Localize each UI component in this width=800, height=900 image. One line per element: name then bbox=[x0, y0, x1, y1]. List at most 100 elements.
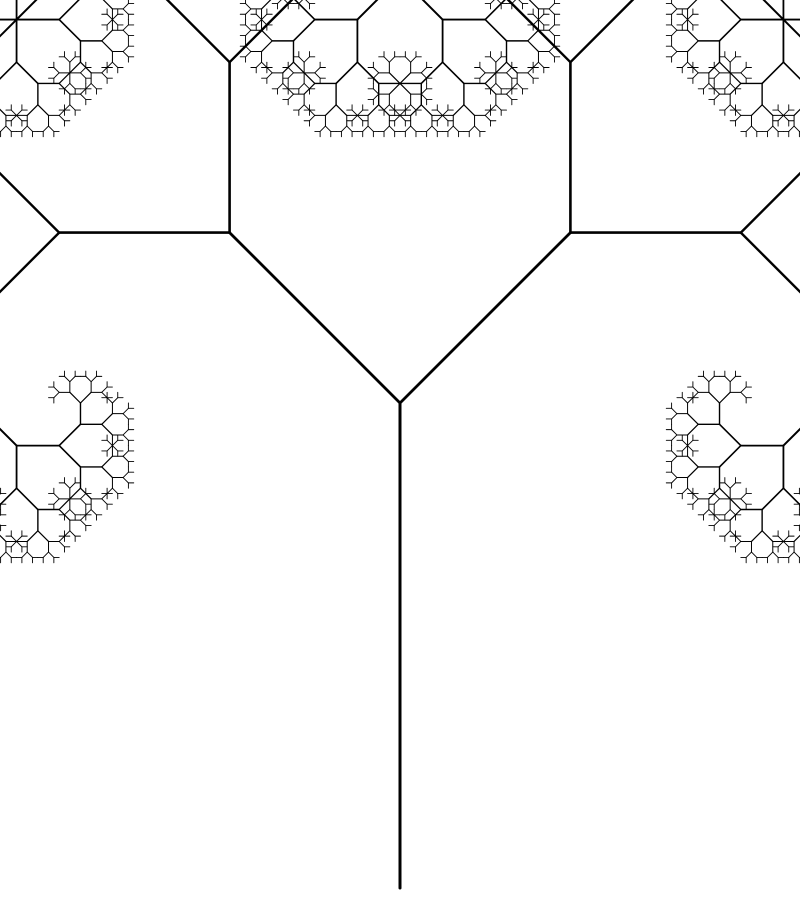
branch-depth-11 bbox=[122, 450, 129, 457]
branch-depth-11 bbox=[266, 72, 273, 79]
branch-depth-5 bbox=[0, 427, 18, 447]
branch-depth-11 bbox=[404, 56, 412, 63]
branch-depth-9 bbox=[101, 413, 114, 425]
branch-depth-9 bbox=[58, 508, 71, 521]
branch-depth-11 bbox=[404, 104, 412, 111]
branch-depth-9 bbox=[58, 498, 71, 511]
branch-depth-11 bbox=[85, 83, 92, 90]
branch-depth-11 bbox=[314, 67, 321, 74]
branch-depth-11 bbox=[548, 51, 555, 58]
branch-depth-11 bbox=[80, 498, 87, 505]
branch-depth-9 bbox=[452, 104, 465, 117]
branch-depth-11 bbox=[122, 51, 129, 58]
branch-depth-11 bbox=[495, 83, 502, 90]
branch-depth-11 bbox=[298, 104, 305, 111]
branch-depth-11 bbox=[506, 88, 513, 95]
branch-depth-7 bbox=[0, 61, 18, 80]
branch-depth-9 bbox=[303, 72, 316, 85]
branch-depth-11 bbox=[101, 67, 108, 74]
branch-depth-11 bbox=[436, 114, 444, 122]
branch-depth-7 bbox=[484, 18, 508, 42]
branch-depth-11 bbox=[431, 125, 438, 132]
branch-depth-11 bbox=[309, 114, 316, 122]
branch-depth-11 bbox=[64, 83, 71, 90]
branch-depth-9 bbox=[367, 104, 380, 117]
branch-depth-11 bbox=[287, 88, 294, 95]
branch-depth-11 bbox=[303, 56, 310, 63]
branch-depth-9 bbox=[260, 40, 273, 53]
branch-depth-11 bbox=[101, 72, 108, 79]
branch-depth-11 bbox=[255, 19, 262, 26]
branch-depth-9 bbox=[101, 455, 114, 468]
branch-depth-11 bbox=[261, 19, 268, 26]
branch-depth-9 bbox=[528, 0, 540, 10]
branch-depth-11 bbox=[42, 125, 49, 132]
branch-depth-11 bbox=[298, 83, 305, 90]
branch-depth-11 bbox=[48, 551, 55, 558]
branch-depth-11 bbox=[479, 67, 486, 74]
branch-depth-11 bbox=[452, 125, 460, 132]
branch-depth-11 bbox=[80, 514, 87, 521]
branch-depth-11 bbox=[420, 88, 428, 95]
branch-depth-11 bbox=[388, 125, 396, 132]
branch-depth-9 bbox=[101, 466, 114, 479]
branch-depth-11 bbox=[346, 125, 353, 132]
branch-depth-11 bbox=[69, 530, 76, 537]
branch-depth-9 bbox=[484, 72, 497, 85]
branch-depth-3 bbox=[506, 0, 572, 64]
branch-depth-11 bbox=[69, 104, 76, 111]
branch-depth-11 bbox=[484, 114, 491, 122]
branch-depth-11 bbox=[283, 0, 289, 5]
branch-depth-7 bbox=[58, 18, 82, 42]
branch-depth-7 bbox=[15, 487, 39, 511]
branch-depth-11 bbox=[80, 72, 87, 79]
branch-depth-5 bbox=[421, 0, 444, 21]
branch-depth-11 bbox=[53, 493, 60, 500]
branch-depth-9 bbox=[527, 40, 540, 53]
branch-depth-11 bbox=[383, 104, 390, 111]
branch-depth-11 bbox=[245, 8, 252, 15]
branch-depth-11 bbox=[111, 397, 119, 404]
branch-depth-11 bbox=[399, 114, 406, 122]
branch-depth-11 bbox=[58, 535, 65, 542]
branch-depth-11 bbox=[21, 551, 28, 558]
branch-depth-11 bbox=[495, 56, 502, 63]
branch-depth-9 bbox=[37, 530, 50, 543]
branch-depth-11 bbox=[10, 535, 18, 542]
branch-depth-11 bbox=[53, 72, 60, 79]
branch-depth-11 bbox=[516, 83, 523, 90]
branch-depth-3 bbox=[0, 231, 61, 294]
branch-depth-11 bbox=[106, 61, 113, 68]
branch-depth-11 bbox=[122, 24, 129, 31]
branch-depth-7 bbox=[58, 0, 80, 21]
branch-depth-11 bbox=[420, 72, 428, 79]
branch-depth-11 bbox=[42, 551, 49, 558]
branch-depth-11 bbox=[351, 109, 358, 116]
branch-depth-11 bbox=[372, 67, 380, 74]
branch-depth-11 bbox=[404, 125, 412, 132]
branch-depth-11 bbox=[442, 114, 449, 122]
branch-depth-11 bbox=[245, 45, 252, 52]
branch-depth-9 bbox=[69, 391, 82, 404]
branch-depth-11 bbox=[372, 72, 380, 79]
branch-depth-11 bbox=[394, 109, 401, 116]
branch-depth-1 bbox=[398, 231, 572, 405]
branch-depth-7 bbox=[335, 61, 359, 85]
branch-depth-11 bbox=[506, 72, 513, 79]
branch-depth-11 bbox=[420, 67, 428, 74]
branch-depth-9 bbox=[399, 82, 412, 95]
branch-depth-11 bbox=[255, 13, 262, 21]
branch-depth-11 bbox=[277, 83, 284, 90]
branch-depth-11 bbox=[111, 61, 119, 68]
branch-depth-9 bbox=[69, 61, 82, 74]
branch-depth-11 bbox=[21, 125, 28, 132]
branch-depth-9 bbox=[26, 104, 39, 117]
branch-depth-9 bbox=[399, 72, 412, 85]
branch-depth-11 bbox=[372, 93, 380, 100]
branch-depth-11 bbox=[538, 61, 545, 68]
branch-depth-11 bbox=[10, 541, 18, 548]
branch-depth-11 bbox=[383, 125, 390, 132]
branch-depth-11 bbox=[399, 109, 406, 116]
branch-depth-11 bbox=[410, 104, 417, 111]
